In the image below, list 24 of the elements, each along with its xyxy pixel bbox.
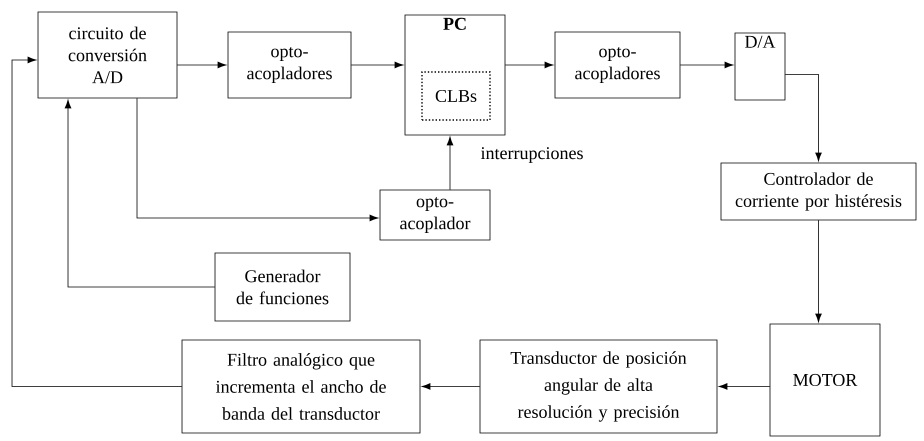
arrow (422, 383, 480, 390)
arrow (446, 136, 454, 190)
arrow (680, 62, 734, 68)
process-box: MOTOR (770, 324, 880, 436)
arrow (718, 383, 770, 390)
process-box: Controlador de corriente por histéresis (720, 162, 916, 220)
process-box: Transductor de posición angular de alta resolución y precisión (480, 340, 718, 434)
process-box: opto-acopladores (228, 32, 352, 98)
process-box: opto-acoplador (380, 190, 490, 240)
dotted-box: CLBs (421, 71, 491, 121)
process-box: circuito de conversión A/D (38, 12, 178, 98)
arrow (815, 220, 822, 322)
process-box: D/A (734, 32, 786, 100)
arrow (64, 100, 216, 288)
arrow (785, 74, 822, 162)
arrow (136, 98, 378, 222)
process-box: opto-acopladores (554, 32, 680, 98)
arrow (505, 62, 554, 68)
arrow (177, 62, 226, 68)
arrow (351, 62, 404, 68)
arrow (12, 56, 182, 387)
edge-label: interrupciones (480, 146, 584, 164)
process-box: Generador de funciones (214, 252, 350, 322)
process-box: Filtro analógico que incrementa el ancho de banda del transductor (182, 340, 420, 434)
